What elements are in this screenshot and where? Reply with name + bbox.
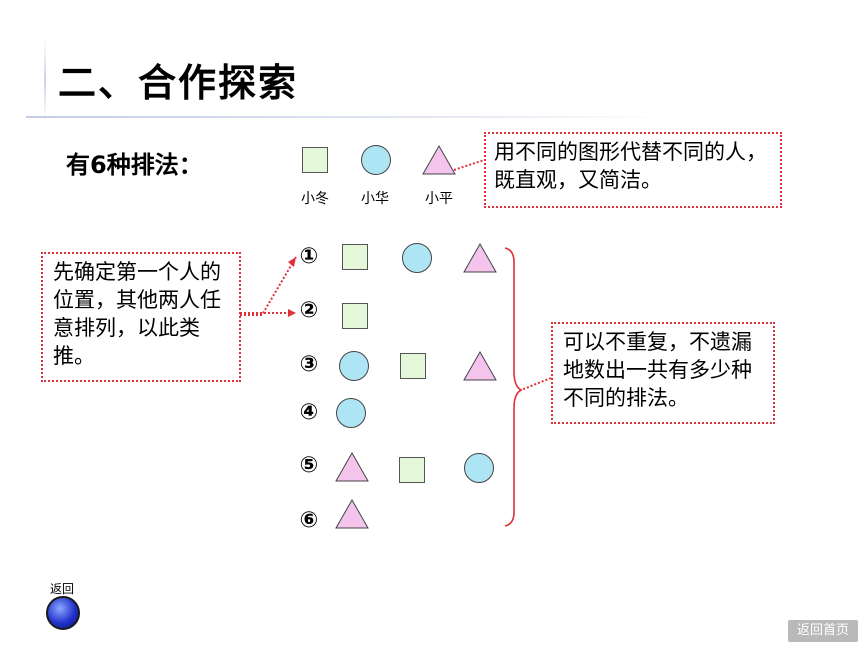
subtitle: 有6种排法：: [66, 151, 203, 179]
row-label-5: ⑤: [299, 453, 319, 478]
back-button[interactable]: [46, 596, 80, 630]
legend-label-square: 小冬: [301, 191, 329, 207]
triangle-icon: [463, 242, 497, 273]
callout-left: 先确定第一个人的位置，其他两人任意排列，以此类推。: [41, 252, 241, 382]
home-button[interactable]: 返回首页: [788, 620, 858, 642]
title-divider: [26, 116, 666, 118]
legend-square-icon: [302, 147, 328, 173]
legend-label-circle: 小华: [361, 191, 389, 207]
callout-right: 可以不重复，不遗漏地数出一共有多少种不同的排法。: [551, 322, 775, 424]
triangle-icon: [463, 350, 497, 381]
square-icon: [342, 303, 368, 329]
circle-icon: [402, 243, 432, 273]
row-label-4: ④: [299, 400, 319, 425]
square-icon: [342, 244, 368, 270]
legend-circle-icon: [361, 145, 391, 175]
row-label-3: ③: [299, 352, 319, 377]
row-label-6: ⑥: [299, 508, 319, 533]
legend-label-triangle: 小平: [425, 191, 453, 207]
page-title: 二、合作探索: [58, 61, 299, 105]
circle-icon: [336, 398, 366, 428]
row-label-2: ②: [299, 298, 319, 323]
legend-triangle-icon: [422, 144, 456, 175]
callout-top: 用不同的图形代替不同的人，既直观，又简洁。: [484, 132, 782, 208]
triangle-icon: [335, 498, 369, 529]
triangle-icon: [335, 451, 369, 482]
title-accent-line: [44, 40, 46, 120]
back-label: 返回: [50, 582, 75, 596]
square-icon: [400, 353, 426, 379]
circle-icon: [464, 453, 494, 483]
square-icon: [399, 457, 425, 483]
row-label-1: ①: [299, 244, 319, 269]
circle-icon: [339, 351, 369, 381]
